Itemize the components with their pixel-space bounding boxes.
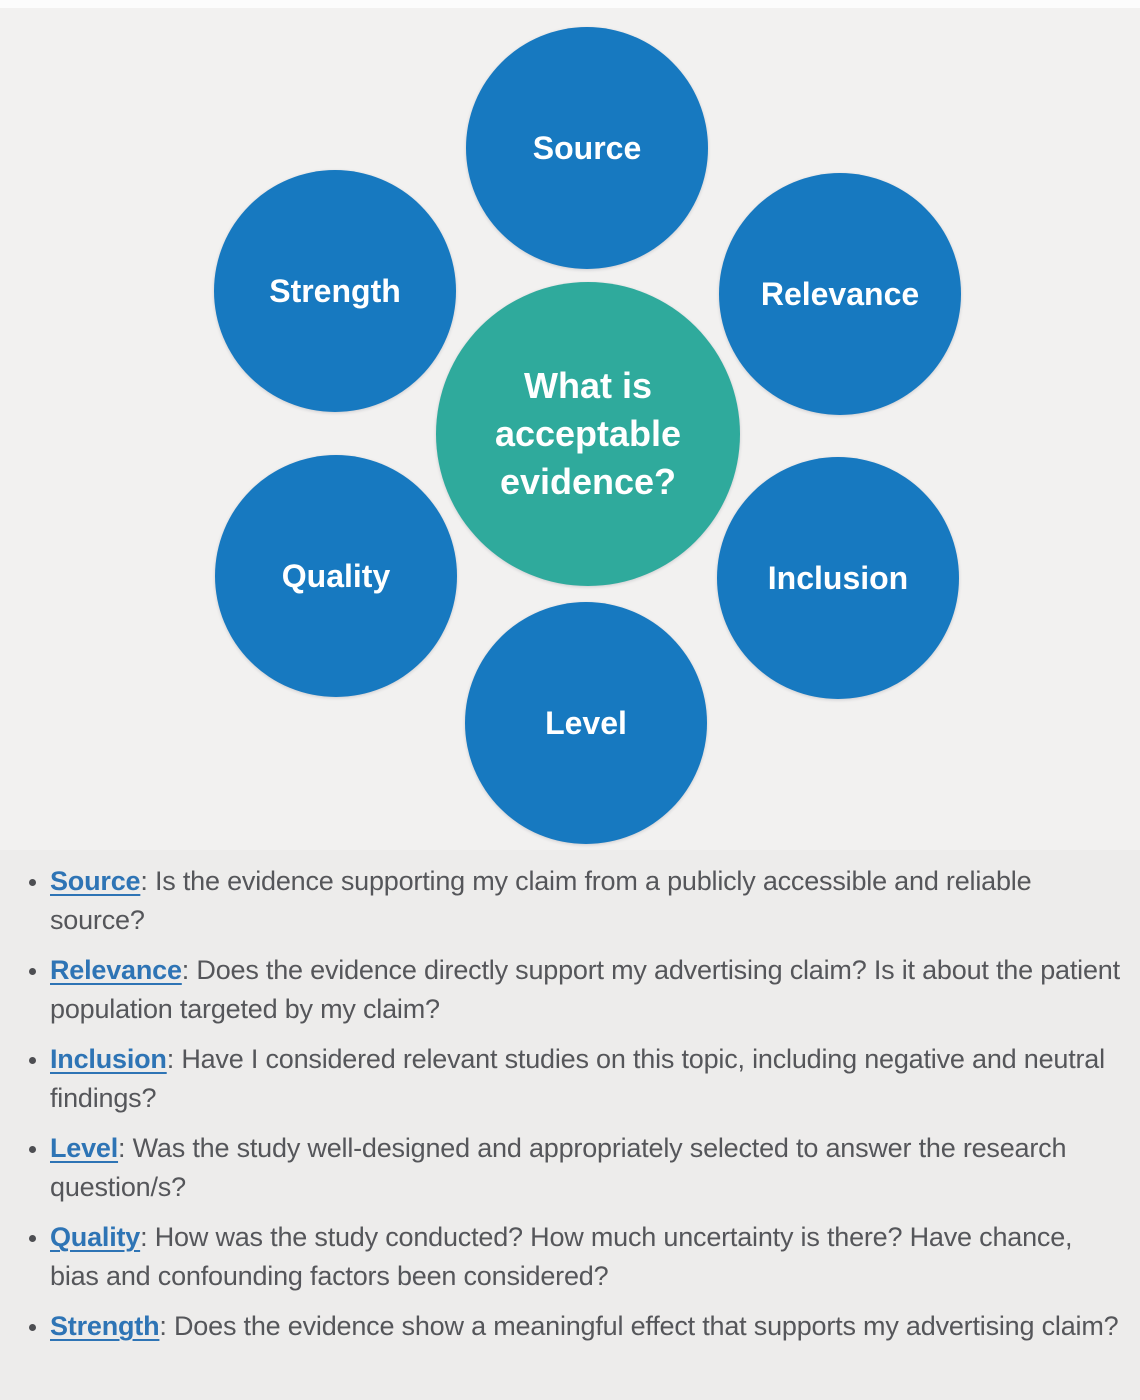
- diagram-circle-quality: Quality: [215, 455, 457, 697]
- hub-label: What is acceptable evidence?: [494, 365, 682, 502]
- circle-label-relevance: Relevance: [760, 275, 920, 312]
- diagram-circle-strength: Strength: [214, 170, 456, 412]
- circle-label-strength: Strength: [269, 272, 401, 309]
- circle-label-inclusion: Inclusion: [767, 559, 909, 596]
- diagram-circle-inclusion: Inclusion: [717, 457, 959, 699]
- term-link-inclusion[interactable]: Inclusion: [50, 1044, 167, 1074]
- item-text-inclusion: : Have I considered relevant studies on …: [50, 1044, 1105, 1113]
- evidence-diagram: Source Strength Relevance Quality Inclus…: [0, 8, 1140, 850]
- item-text-relevance: : Does the evidence directly support my …: [50, 955, 1120, 1024]
- circle-label-source: Source: [532, 129, 642, 166]
- term-link-relevance[interactable]: Relevance: [50, 955, 182, 985]
- list-item-source: Source: Is the evidence supporting my cl…: [50, 862, 1122, 940]
- list-item-strength: Strength: Does the evidence show a meani…: [50, 1307, 1122, 1346]
- evidence-question-list: Source: Is the evidence supporting my cl…: [0, 850, 1140, 1346]
- circle-label-level: Level: [545, 704, 627, 741]
- item-text-strength: : Does the evidence show a meaningful ef…: [159, 1311, 1119, 1341]
- diagram-circle-level: Level: [465, 602, 707, 844]
- circle-label-quality: Quality: [281, 557, 391, 594]
- page-top-strip: [0, 0, 1140, 8]
- term-link-quality[interactable]: Quality: [50, 1222, 141, 1252]
- term-link-level[interactable]: Level: [50, 1133, 119, 1163]
- item-text-quality: : How was the study conducted? How much …: [50, 1222, 1073, 1291]
- diagram-circle-center: What is acceptable evidence?: [436, 282, 740, 586]
- list-item-inclusion: Inclusion: Have I considered relevant st…: [50, 1040, 1122, 1118]
- term-link-strength[interactable]: Strength: [50, 1311, 160, 1341]
- diagram-circle-relevance: Relevance: [719, 173, 961, 415]
- list-item-quality: Quality: How was the study conducted? Ho…: [50, 1218, 1122, 1296]
- list-item-level: Level: Was the study well-designed and a…: [50, 1129, 1122, 1207]
- list-item-relevance: Relevance: Does the evidence directly su…: [50, 951, 1122, 1029]
- diagram-circle-source: Source: [466, 27, 708, 269]
- term-link-source[interactable]: Source: [50, 866, 141, 896]
- item-text-source: : Is the evidence supporting my claim fr…: [50, 866, 1032, 935]
- item-text-level: : Was the study well-designed and approp…: [50, 1133, 1067, 1202]
